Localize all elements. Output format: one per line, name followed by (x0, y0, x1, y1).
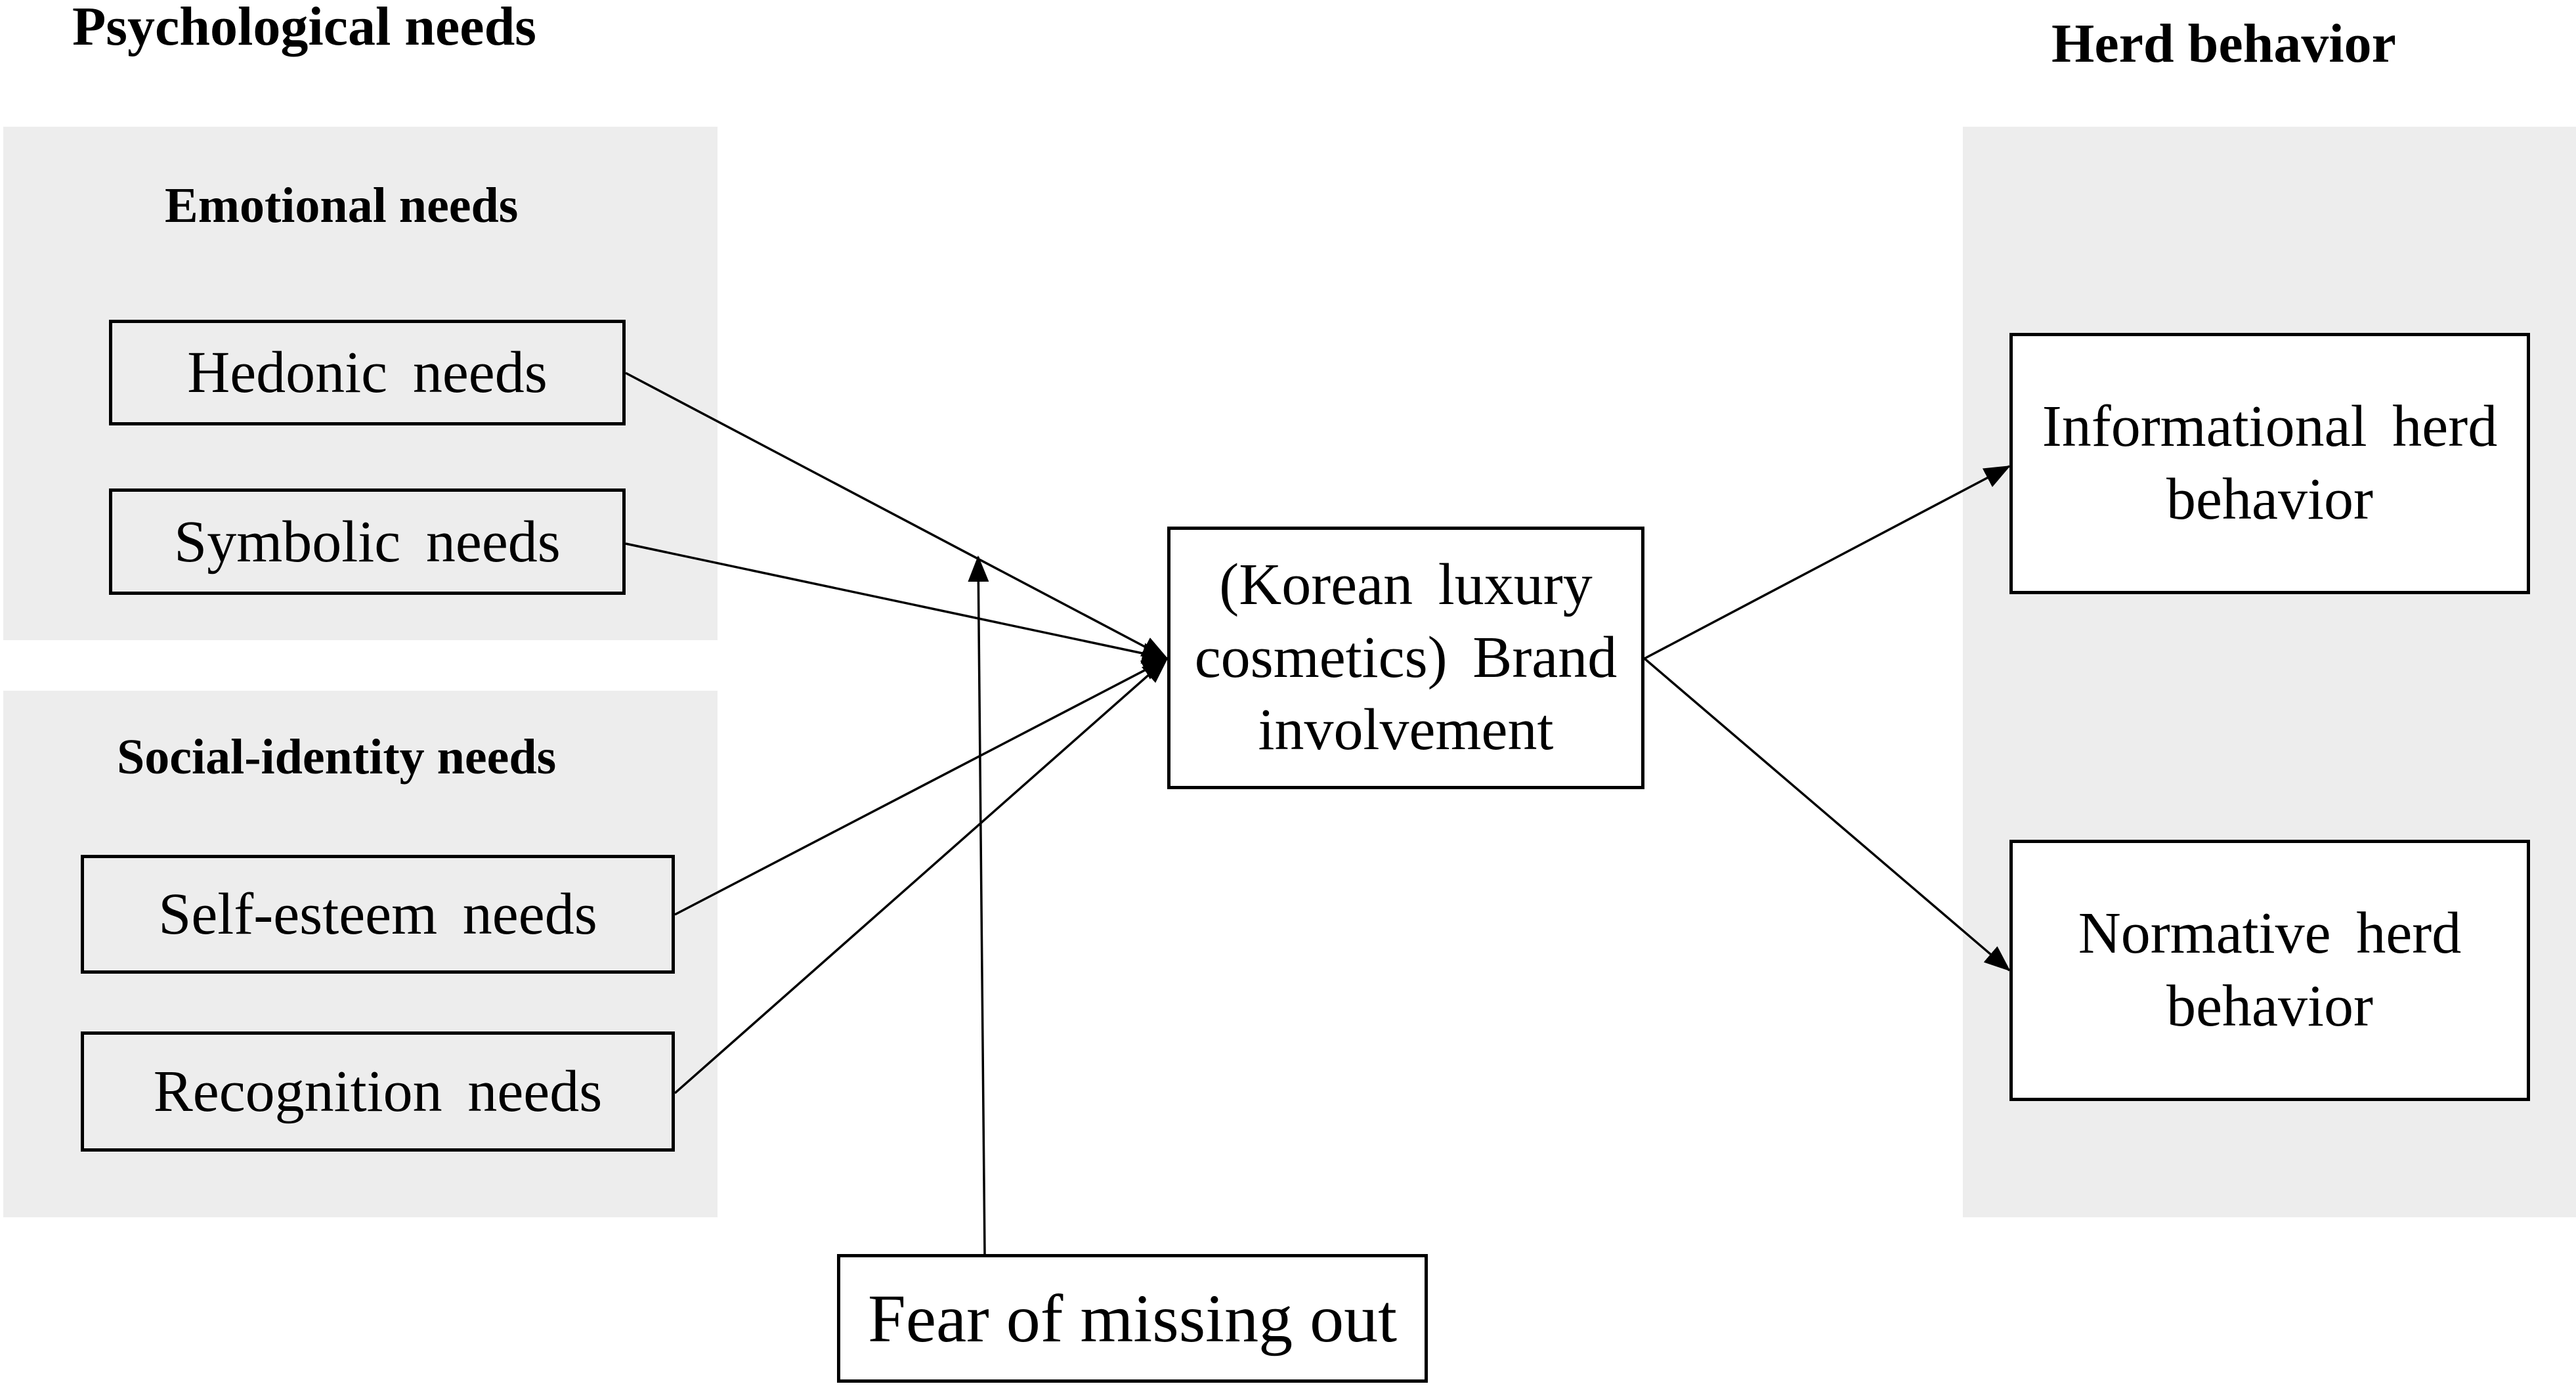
recognition-to-brand-arrow (674, 657, 1169, 1094)
brand-to-normative-arrow (1643, 657, 2011, 972)
recognition-needs-label: Recognition needs (153, 1059, 603, 1124)
brand-involvement-box: (Korean luxury cosmetics) Brand involvem… (1167, 527, 1644, 789)
normative-herd-line-1: Normative herd (2078, 901, 2462, 966)
herd-behavior-heading: Herd behavior (2051, 13, 2396, 74)
hedonic-needs-box: Hedonic needs (109, 320, 626, 425)
recognition-needs-box: Recognition needs (81, 1031, 675, 1152)
emotional-needs-heading: Emotional needs (165, 178, 519, 233)
symbolic-needs-label: Symbolic needs (174, 509, 561, 574)
informational-herd-line-2: behavior (2166, 467, 2373, 532)
symbolic-needs-box: Symbolic needs (109, 488, 626, 595)
self-esteem-needs-box: Self-esteem needs (81, 855, 675, 974)
fear-of-missing-out-label: Fear of missing out (868, 1280, 1397, 1356)
psychological-needs-heading: Psychological needs (72, 0, 536, 57)
brand-involvement-line-3: involvement (1258, 697, 1554, 763)
fear-of-missing-out-box: Fear of missing out (837, 1254, 1428, 1383)
brand-involvement-line-1: (Korean luxury (1219, 552, 1593, 617)
fomo-moderation-arrow (968, 555, 989, 1255)
social-identity-needs-heading: Social-identity needs (117, 729, 557, 785)
normative-herd-line-2: behavior (2166, 974, 2373, 1039)
brand-involvement-line-2: cosmetics) Brand (1194, 624, 1618, 690)
informational-herd-line-1: Informational herd (2042, 394, 2498, 460)
self-esteem-to-brand-arrow (674, 657, 1169, 916)
hedonic-needs-label: Hedonic needs (187, 340, 547, 405)
self-esteem-needs-label: Self-esteem needs (158, 882, 597, 947)
brand-to-informational-arrow (1644, 465, 2011, 660)
informational-herd-behavior-box: Informational herd behavior (2009, 333, 2530, 594)
normative-herd-behavior-box: Normative herd behavior (2009, 840, 2530, 1101)
